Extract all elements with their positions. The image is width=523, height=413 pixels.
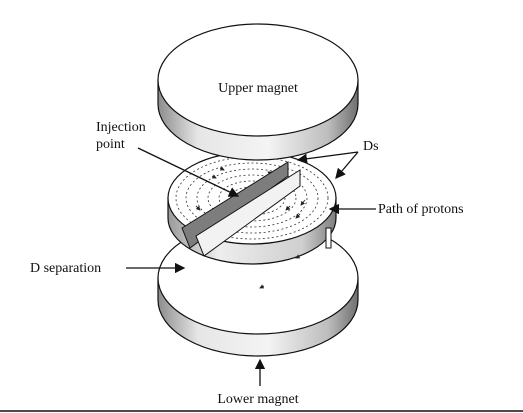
ds-label: Ds (363, 139, 379, 154)
d-edge-marker (325, 227, 332, 249)
injection-label-line2: point (96, 137, 125, 152)
upper-magnet (157, 23, 359, 161)
ds-leader-2 (335, 151, 359, 179)
d-separation-label: D separation (30, 261, 101, 276)
leader-lines (126, 147, 376, 386)
injection-leader (137, 147, 240, 197)
upper-magnet-label: Upper magnet (218, 81, 298, 96)
d-gap-wall-left (181, 161, 289, 249)
ds-leader-1 (296, 151, 359, 164)
path-of-protons-label: Path of protons (378, 202, 464, 217)
dees-assembly (167, 151, 337, 289)
lower-magnet-label: Lower magnet (217, 392, 298, 407)
upper-magnet-top (157, 23, 359, 137)
d-gap-wall-right (195, 169, 301, 257)
injection-label-line1: Injection (96, 120, 146, 135)
